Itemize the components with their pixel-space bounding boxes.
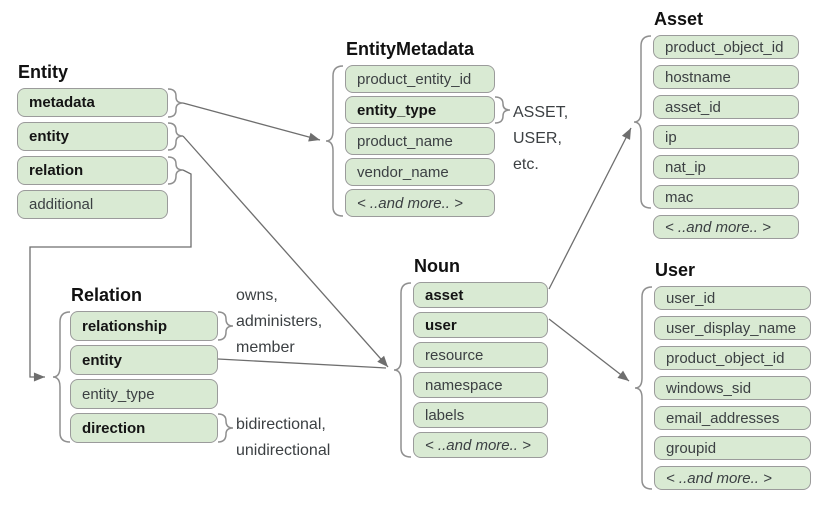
annotation-relationship-values: owns, administers, member: [236, 287, 323, 356]
bracket-entitymetadata-entity-type-field: [494, 96, 511, 124]
relation-box: Relation relationship entity entity_type…: [70, 285, 218, 443]
user-box: User user_id user_display_name product_o…: [654, 260, 811, 490]
field-user-email-addresses: email_addresses: [654, 406, 811, 430]
asset-box: Asset product_object_id hostname asset_i…: [653, 9, 799, 239]
field-noun-user: user: [413, 312, 548, 338]
field-product-name: product_name: [345, 127, 495, 155]
brace-user-left: [634, 286, 653, 490]
field-entity-relation: relation: [17, 156, 168, 185]
field-noun-asset: asset: [413, 282, 548, 308]
field-asset-ip: ip: [653, 125, 799, 149]
entity-box: Entity metadata entity relation addition…: [17, 62, 168, 219]
field-relation-relationship: relationship: [70, 311, 218, 341]
field-user-product-object-id: product_object_id: [654, 346, 811, 370]
field-entity-entity: entity: [17, 122, 168, 151]
noun-box-fields: asset user resource namespace labels < .…: [413, 282, 548, 458]
field-entitymetadata-and-more: < ..and more.. >: [345, 189, 495, 217]
user-box-title: User: [655, 260, 696, 280]
field-user-groupid: groupid: [654, 436, 811, 460]
arrow-noun-user-to-user: [548, 318, 630, 382]
entitymetadata-box-title: EntityMetadata: [346, 39, 475, 59]
brace-entitymetadata-left: [325, 65, 344, 217]
annotation-direction-values: bidirectional, unidirectional: [236, 416, 331, 459]
relation-box-fields: relationship entity entity_type directio…: [70, 311, 218, 443]
brace-noun-left: [393, 282, 412, 458]
field-entity-additional: additional: [17, 190, 168, 219]
entity-box-title: Entity: [18, 62, 69, 82]
field-asset-and-more: < ..and more.. >: [653, 215, 799, 239]
asset-box-title: Asset: [654, 9, 704, 29]
field-relation-direction: direction: [70, 413, 218, 443]
asset-box-fields: product_object_id hostname asset_id ip n…: [653, 35, 799, 239]
bracket-entity-relation-field: [167, 156, 184, 185]
field-noun-labels: labels: [413, 402, 548, 428]
user-box-fields: user_id user_display_name product_object…: [654, 286, 811, 490]
field-user-user-display-name: user_display_name: [654, 316, 811, 340]
field-asset-mac: mac: [653, 185, 799, 209]
field-asset-product-object-id: product_object_id: [653, 35, 799, 59]
bracket-relation-direction-field: [217, 413, 234, 443]
bracket-entity-entity-field: [167, 122, 184, 151]
field-noun-and-more: < ..and more.. >: [413, 432, 548, 458]
brace-relation-left: [52, 311, 71, 443]
brace-asset-left: [633, 35, 652, 209]
bracket-entity-metadata-field: [167, 88, 184, 118]
relation-box-title: Relation: [71, 285, 143, 305]
field-asset-asset-id: asset_id: [653, 95, 799, 119]
field-relation-entity-type: entity_type: [70, 379, 218, 409]
field-user-and-more: < ..and more.. >: [654, 466, 811, 490]
field-vendor-name: vendor_name: [345, 158, 495, 186]
field-user-user-id: user_id: [654, 286, 811, 310]
noun-box-title: Noun: [414, 256, 460, 276]
field-entity-type: entity_type: [345, 96, 495, 124]
arrow-metadata-to-entitymetadata: [182, 102, 321, 142]
entitymetadata-box: EntityMetadata product_entity_id entity_…: [345, 39, 495, 217]
field-asset-nat-ip: nat_ip: [653, 155, 799, 179]
annotation-entity-type-values: ASSET, USER, etc.: [513, 104, 569, 173]
field-product-entity-id: product_entity_id: [345, 65, 495, 93]
field-noun-resource: resource: [413, 342, 548, 368]
field-asset-hostname: hostname: [653, 65, 799, 89]
bracket-relation-relationship-field: [217, 311, 234, 341]
field-relation-entity: entity: [70, 345, 218, 375]
field-entity-metadata: metadata: [17, 88, 168, 117]
entitymetadata-box-fields: product_entity_id entity_type product_na…: [345, 65, 495, 217]
field-noun-namespace: namespace: [413, 372, 548, 398]
entity-box-fields: metadata entity relation additional: [17, 88, 168, 219]
field-user-windows-sid: windows_sid: [654, 376, 811, 400]
noun-box: Noun asset user resource namespace label…: [413, 256, 548, 458]
